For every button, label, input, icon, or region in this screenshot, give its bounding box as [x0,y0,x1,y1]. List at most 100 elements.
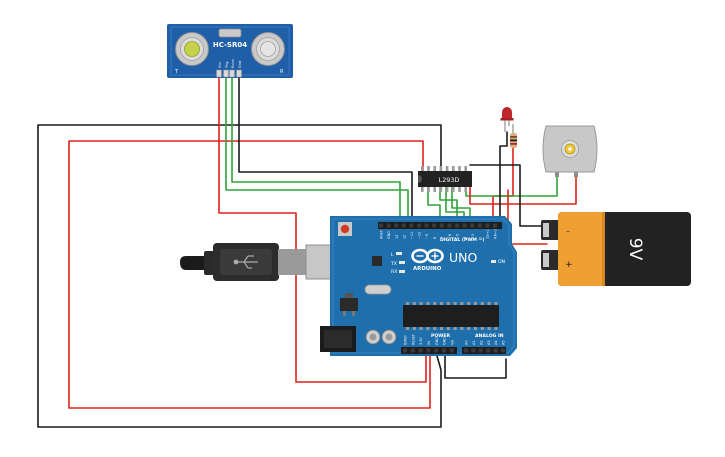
sensor-pin-labels: Vcc Trig Echo Gnd [218,59,242,69]
digital-pin-hole[interactable] [470,223,475,228]
digital-pin-hole[interactable] [379,223,383,228]
wire-black-sensor-gnd[interactable] [238,76,413,223]
digital-header-holes [379,223,497,228]
wire-green-driver-in4[interactable] [451,186,471,223]
chip-leg [426,302,430,305]
digital-pin-hole[interactable] [401,223,406,228]
driver-leg [464,187,467,192]
digital-pin-hole[interactable] [417,223,421,228]
wires [37,76,577,428]
digital-pin-hole[interactable] [439,223,444,228]
power-pin-hole[interactable] [410,348,415,353]
l293d-driver-chip[interactable]: L293D [418,166,472,192]
red-led[interactable] [500,107,514,132]
hc-sr04-sensor[interactable]: HC-SR04 T R Vcc Trig Echo Gnd [167,24,293,78]
wire-red-motor[interactable] [469,175,577,205]
digital-pin-label: ~10 [418,232,422,239]
chip-leg [433,302,437,305]
digital-pin-label: RX←0 [494,229,498,239]
digital-pin-hole[interactable] [424,223,429,228]
analog-pin-hole[interactable] [486,348,491,353]
digital-pin-hole[interactable] [447,223,452,228]
chip-leg [419,327,423,330]
digital-pin-hole[interactable] [493,223,497,228]
digital-pin-hole[interactable] [462,223,467,228]
arduino-logo-icon [411,248,444,264]
power-header-holes [403,348,454,353]
battery-label: 9V [625,238,645,261]
digital-pin-label: AREF [380,230,384,239]
digital-pin-hole[interactable] [386,223,391,228]
power-pin-hole[interactable] [403,348,407,353]
digital-pin-hole[interactable] [485,223,490,228]
chip-leg [446,302,450,305]
atmega-chip [403,305,499,327]
power-pin-hole[interactable] [418,348,423,353]
wire-black-led-gnd[interactable] [499,131,508,223]
digital-pin-label: 2 [478,237,482,239]
chip-leg [467,302,471,305]
wire-red-sensor-vcc[interactable] [218,76,427,383]
analog-header-holes [464,348,505,353]
power-pin-hole[interactable] [426,348,431,353]
driver-leg [433,187,436,192]
digital-pin-hole[interactable] [409,223,414,228]
digital-pin-label: 4 [463,237,467,239]
wire-green-motor[interactable] [465,175,558,197]
digital-pin-hole[interactable] [432,223,437,228]
digital-label: DIGITAL (PWM ~) [440,237,485,243]
chip-leg [406,302,409,305]
wire-green-driver-in1[interactable] [427,186,441,223]
digital-pin-hole[interactable] [477,223,482,228]
chip-leg [494,302,498,305]
driver-leg [458,166,461,171]
digital-pin-label: TX→1 [486,230,490,240]
wire-green-sensor-echo[interactable] [231,76,401,223]
9v-battery[interactable]: 9V – + [541,212,691,286]
sensor-pins[interactable] [216,69,242,78]
wire-black-power-analog[interactable] [444,355,507,379]
chip-leg [446,327,450,330]
power-pin-hole[interactable] [442,348,446,353]
wire-green-driver-in2[interactable] [439,186,458,223]
power-pin-label: 5V [427,340,431,345]
driver-leg [439,187,443,192]
analog-pin-hole[interactable] [471,348,476,353]
svg-text:Echo: Echo [231,59,235,68]
digital-pin-label: GND [387,231,391,239]
driver-leg [439,166,443,171]
chip-leg [460,327,464,330]
wire-red-outer-loop[interactable] [68,140,431,409]
driver-leg [427,166,430,171]
chip-leg [487,302,491,305]
digital-pin-label: 8 [433,237,437,239]
analog-pin-hole[interactable] [464,348,468,353]
wire-green-sensor-trig[interactable] [225,76,409,223]
power-pin-hole[interactable] [449,348,454,353]
analog-pin-label: A5 [502,341,506,345]
analog-pin-hole[interactable] [501,348,505,353]
analog-pin-hole[interactable] [478,348,483,353]
power-pin-hole[interactable] [434,348,439,353]
digital-pin-label: ~3 [471,234,475,239]
dc-motor[interactable] [542,125,598,177]
analog-pin-hole[interactable] [493,348,498,353]
chip-leg [406,327,409,330]
chip-leg [426,327,430,330]
chip-leg [467,327,471,330]
power-pin-label: Vin [450,340,454,345]
wire-black-outer-loop[interactable] [37,124,442,428]
wire-red-led[interactable] [492,146,514,223]
digital-pin-hole[interactable] [394,223,399,228]
wire-black-driver-battery[interactable] [469,164,548,227]
resistor[interactable] [510,124,517,148]
digital-pin-hole[interactable] [455,223,459,228]
analog-header[interactable] [462,347,506,354]
usb-cable[interactable] [180,243,343,281]
driver-leg [445,166,449,171]
chip-leg [487,327,491,330]
